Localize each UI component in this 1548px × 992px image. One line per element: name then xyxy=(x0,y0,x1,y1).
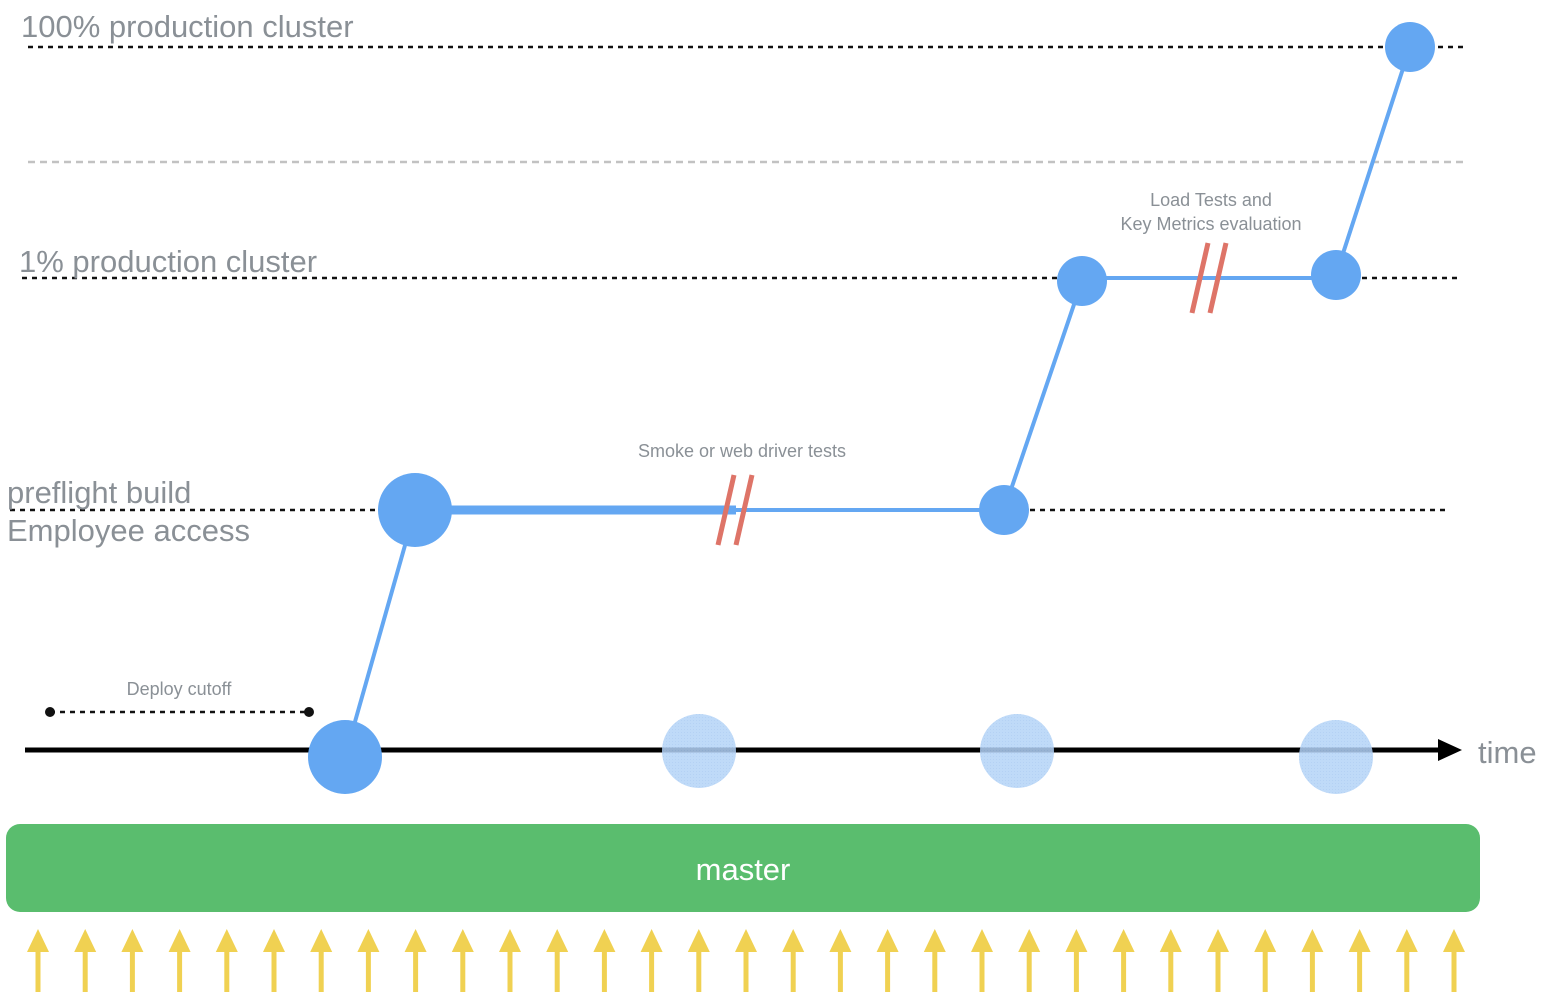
deploy-cutoff-end-dot xyxy=(304,707,314,717)
deploy-cutoff-start-dot xyxy=(45,707,55,717)
prod1-end-node xyxy=(1311,250,1361,300)
commit-arrow xyxy=(1159,929,1182,992)
commit-arrow xyxy=(593,929,616,992)
master-branch-bar xyxy=(6,824,1480,912)
commit-arrow xyxy=(1065,929,1088,992)
break-mark-smoke-tests xyxy=(715,474,755,546)
commit-arrow xyxy=(451,929,474,992)
commit-arrow xyxy=(546,929,569,992)
deploy-cutoff-label: Deploy cutoff xyxy=(127,679,233,699)
commit-arrow xyxy=(876,929,899,992)
time-axis-arrowhead xyxy=(1438,739,1462,761)
commit-arrow xyxy=(829,929,852,992)
path-prod1-to-prod100 xyxy=(1334,46,1412,276)
level-label-prod100: 100% production cluster xyxy=(21,9,354,44)
master-branch-label: master xyxy=(696,852,791,887)
commit-arrow xyxy=(357,929,380,992)
preflight-build-node xyxy=(378,473,452,547)
commit-arrow xyxy=(687,929,710,992)
level-label-prod1: 1% production cluster xyxy=(19,244,317,279)
load-tests-label-line1: Load Tests and xyxy=(1150,190,1272,210)
commit-arrow xyxy=(1301,929,1324,992)
commit-arrow xyxy=(1443,929,1465,992)
commit-arrow xyxy=(27,929,49,992)
commit-arrow xyxy=(121,929,144,992)
deploy-commit-node xyxy=(308,720,382,794)
future-commit-node-2 xyxy=(980,714,1054,788)
commit-arrow xyxy=(971,929,993,992)
prod1-start-node xyxy=(1057,256,1107,306)
load-tests-label-line2: Key Metrics evaluation xyxy=(1120,214,1301,234)
level-label-preflight: preflight build xyxy=(7,475,191,510)
commit-arrow xyxy=(499,929,521,992)
path-commit-to-preflight xyxy=(343,509,417,758)
commit-arrow xyxy=(1207,929,1229,992)
future-commit-node-1 xyxy=(662,714,736,788)
commit-arrow xyxy=(168,929,191,992)
path-preflight-to-prod1 xyxy=(1002,280,1084,511)
commit-arrow xyxy=(1018,929,1041,992)
time-axis-label: time xyxy=(1478,735,1537,770)
commit-arrow xyxy=(1348,929,1371,992)
prod100-node xyxy=(1385,22,1435,72)
commit-arrow xyxy=(782,929,805,992)
commit-arrow xyxy=(735,929,757,992)
preflight-end-node xyxy=(979,485,1029,535)
commit-arrow xyxy=(215,929,238,992)
level-label-employee-access: Employee access xyxy=(7,513,250,548)
commit-arrow xyxy=(923,929,946,992)
commit-arrow xyxy=(263,929,285,992)
commit-arrow xyxy=(640,929,663,992)
commit-arrow xyxy=(1112,929,1135,992)
commit-arrow xyxy=(310,929,333,992)
commit-arrow xyxy=(1395,929,1418,992)
future-commit-node-3 xyxy=(1299,720,1373,794)
commit-arrows xyxy=(27,929,1465,992)
smoke-tests-label: Smoke or web driver tests xyxy=(638,441,846,461)
commit-arrow xyxy=(404,929,427,992)
break-mark-load-tests xyxy=(1189,242,1229,314)
commit-arrow xyxy=(74,929,97,992)
commit-arrow xyxy=(1254,929,1277,992)
